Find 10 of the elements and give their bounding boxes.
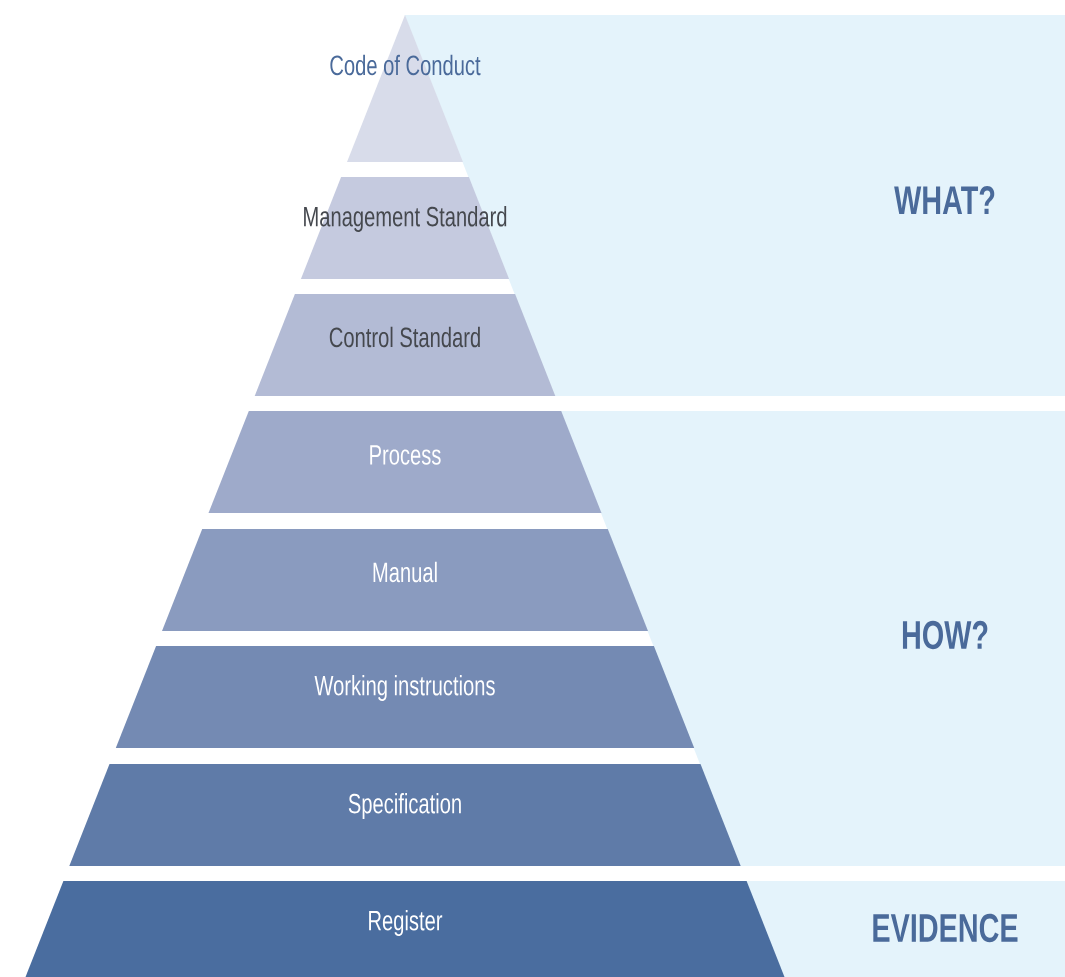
pyramid-level: Management Standard (300, 177, 510, 279)
pyramid-level: Control Standard (254, 294, 556, 396)
pyramid-level: Process (208, 411, 602, 513)
band-panel: HOW? (560, 411, 1065, 866)
pyramid-level: Code of Conduct (330, 15, 481, 162)
pyramid-level: Specification (69, 764, 741, 866)
pyramid-level: Working instructions (115, 646, 695, 748)
pyramid-level: Manual (162, 529, 648, 631)
band-panel: EVIDENCE (746, 881, 1065, 977)
pyramid-level: Register (25, 881, 785, 977)
